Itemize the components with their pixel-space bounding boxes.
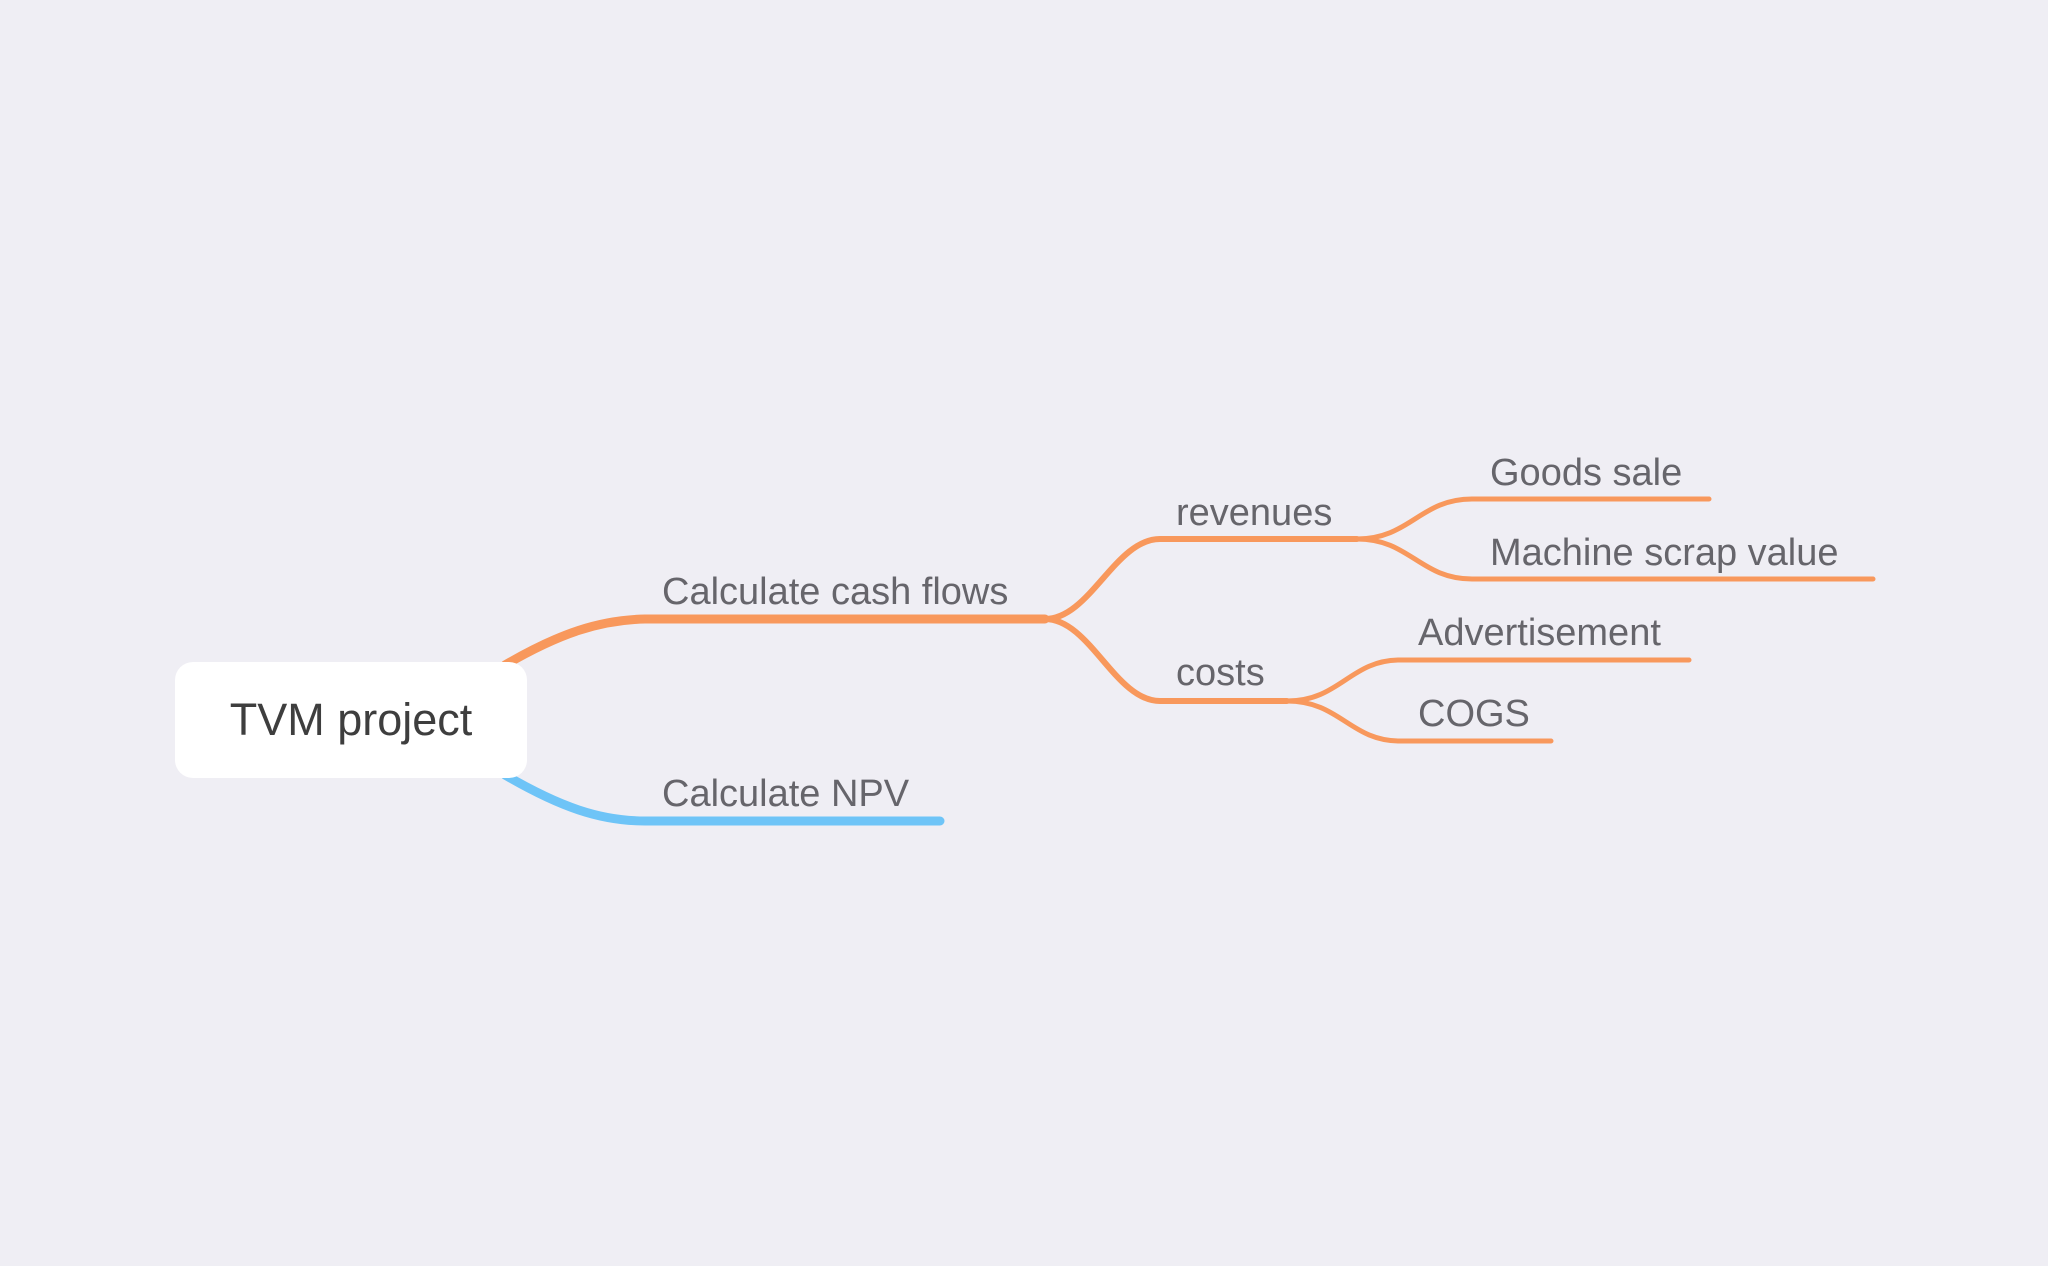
connector-costs-cogs — [1284, 698, 1554, 744]
topic-calculate-cash-flows[interactable]: Calculate cash flows — [662, 571, 1009, 613]
connector-costs-advertisement — [1284, 657, 1692, 704]
central-topic[interactable]: TVM project — [175, 662, 527, 778]
connector-revenues-goods-sale — [1354, 496, 1712, 542]
topic-advertisement[interactable]: Advertisement — [1418, 612, 1661, 654]
topic-goods-sale[interactable]: Goods sale — [1490, 452, 1683, 494]
topic-costs[interactable]: costs — [1176, 652, 1265, 694]
topic-calculate-npv[interactable]: Calculate NPV — [662, 773, 910, 815]
topic-machine-scrap-value[interactable]: Machine scrap value — [1490, 532, 1839, 574]
connector-root-cash-flows — [500, 614, 1050, 670]
connector-root-npv — [500, 770, 945, 826]
topic-revenues[interactable]: revenues — [1176, 492, 1333, 534]
central-topic-label: TVM project — [229, 694, 473, 745]
connector-cash-flows-costs — [1042, 616, 1290, 704]
topic-cogs[interactable]: COGS — [1418, 693, 1530, 735]
connector-revenues-machine-scrap — [1354, 536, 1876, 582]
connector-cash-flows-revenues — [1042, 536, 1360, 622]
